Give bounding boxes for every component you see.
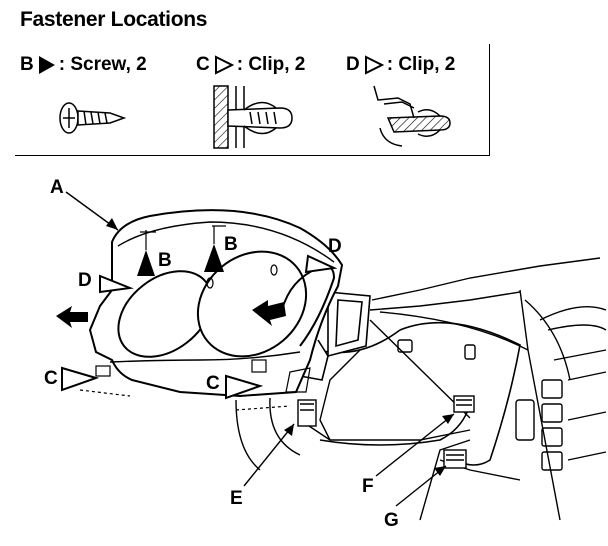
page-title: Fastener Locations: [20, 8, 208, 31]
screw-marker-b-left: [137, 230, 155, 276]
legend-item-screw: B : Screw, 2: [20, 54, 147, 76]
gauge-bracket: [299, 291, 371, 381]
connector-g: [443, 449, 467, 469]
callout-g: G: [384, 510, 399, 531]
connector-f: [453, 395, 475, 413]
legend-frame: [15, 44, 490, 156]
open-triangle-icon: [364, 55, 384, 75]
clip-marker-c-center: [225, 374, 264, 400]
legend-letter: C: [196, 54, 210, 75]
clip-c-illustration: [213, 85, 293, 149]
removal-direction-arrow: [56, 306, 88, 328]
clip-marker-d-left: [99, 274, 134, 294]
callout-a: A: [50, 177, 64, 198]
wire-harness: [317, 321, 521, 466]
callout-e: E: [230, 488, 243, 509]
screw-illustration: [59, 102, 127, 134]
screw-marker-b-center: [204, 226, 224, 272]
instrument-panel-a: [79, 209, 344, 411]
legend-text: : Clip, 2: [386, 54, 456, 75]
callout-c-left: C: [44, 368, 58, 389]
callout-b-center: B: [224, 234, 238, 255]
connector-e: [297, 399, 317, 427]
dashboard-background: [235, 257, 607, 521]
leader-arrowheads: [106, 218, 454, 476]
callout-f: F: [362, 476, 374, 497]
callout-d-left: D: [78, 270, 92, 291]
clip-marker-c-left: [61, 366, 100, 392]
clip-d-illustration: [373, 85, 451, 147]
legend-text: : Screw, 2: [58, 54, 147, 75]
filled-triangle-icon: [38, 56, 55, 74]
callout-b-left: B: [158, 250, 172, 271]
legend-letter: D: [346, 54, 360, 75]
clip-marker-d-right: [304, 254, 338, 274]
legend-text: : Clip, 2: [236, 54, 306, 75]
legend-letter: B: [20, 54, 34, 75]
legend-item-clip-d: D : Clip, 2: [346, 54, 455, 76]
callout-d-right: D: [328, 236, 342, 257]
callout-c-center: C: [206, 373, 220, 394]
push-arrow: [252, 300, 286, 326]
open-triangle-icon: [214, 55, 234, 75]
legend-item-clip-c: C : Clip, 2: [196, 54, 305, 76]
